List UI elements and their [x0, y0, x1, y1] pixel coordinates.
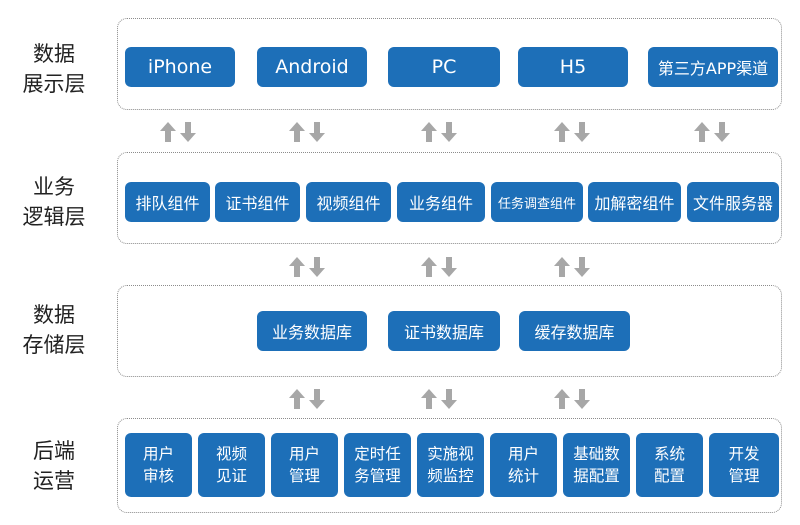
bidirectional-arrows-icon: [289, 122, 325, 142]
bidirectional-arrows-icon: [421, 257, 457, 277]
bidirectional-arrows-icon: [289, 257, 325, 277]
node-basic-data-config: 基础数 据配置: [563, 433, 630, 497]
bidirectional-arrows-icon: [421, 122, 457, 142]
bidirectional-arrows-icon: [554, 257, 590, 277]
node-video-component: 视频组件: [306, 182, 391, 222]
node-task-survey-component: 任务调查组件: [491, 182, 583, 222]
bidirectional-arrows-icon: [421, 389, 457, 409]
bidirectional-arrows-icon: [694, 122, 730, 142]
node-business-database: 业务数据库: [257, 311, 367, 351]
node-development-management: 开发 管理: [709, 433, 779, 497]
node-video-monitoring: 实施视 频监控: [417, 433, 484, 497]
layer-box-backend-ops: [117, 418, 782, 513]
bidirectional-arrows-icon: [554, 389, 590, 409]
node-user-review: 用户 审核: [125, 433, 192, 497]
node-user-management: 用户 管理: [271, 433, 338, 497]
node-file-server: 文件服务器: [687, 182, 779, 222]
layer-box-business-logic: [117, 152, 782, 244]
bidirectional-arrows-icon: [160, 122, 196, 142]
node-android: Android: [257, 47, 367, 87]
layer-box-data-storage: [117, 285, 782, 377]
node-h5: H5: [518, 47, 628, 87]
layer-label-business-logic: 业务 逻辑层: [22, 175, 86, 229]
bidirectional-arrows-icon: [554, 122, 590, 142]
node-system-config: 系统 配置: [636, 433, 703, 497]
node-cache-database: 缓存数据库: [519, 311, 630, 351]
node-scheduled-task-management: 定时任 务管理: [344, 433, 411, 497]
node-encryption-component: 加解密组件: [588, 182, 681, 222]
node-pc: PC: [388, 47, 500, 87]
node-third-party-app: 第三方APP渠道: [648, 47, 778, 87]
node-certificate-component: 证书组件: [215, 182, 300, 222]
bidirectional-arrows-icon: [289, 389, 325, 409]
node-business-component: 业务组件: [397, 182, 485, 222]
node-user-statistics: 用户 统计: [490, 433, 557, 497]
node-certificate-database: 证书数据库: [388, 311, 500, 351]
layer-label-presentation: 数据 展示层: [22, 42, 86, 96]
layer-label-data-storage: 数据 存储层: [22, 303, 86, 357]
node-video-witness: 视频 见证: [198, 433, 265, 497]
node-iphone: iPhone: [125, 47, 235, 87]
node-queue-component: 排队组件: [125, 182, 210, 222]
layer-label-backend-ops: 后端 运营: [33, 439, 75, 493]
layer-box-presentation: [117, 18, 782, 110]
